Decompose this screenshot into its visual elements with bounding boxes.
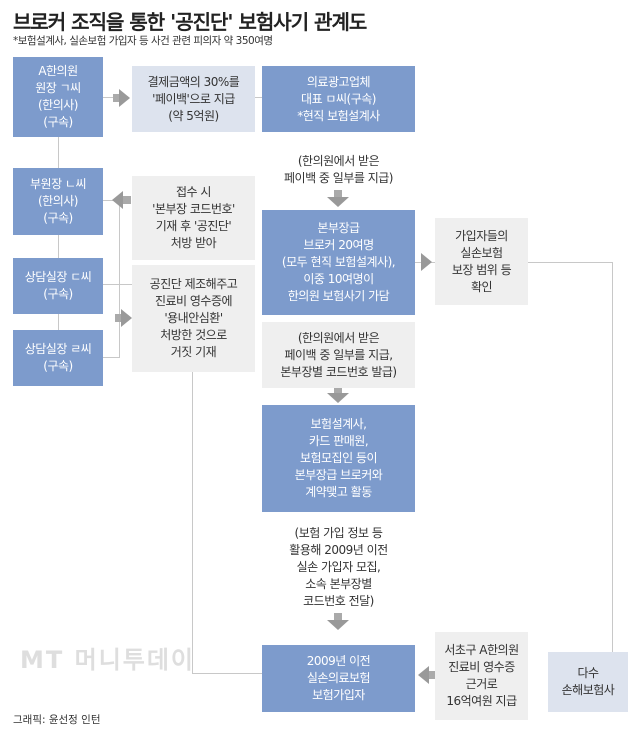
arrow-down-icon: [334, 388, 342, 393]
connector-line: [103, 97, 113, 98]
arrow-right-icon: [121, 309, 132, 327]
box-agents: 보험설계사, 카드 판매원, 보험모집인 등이 본부장급 브로커와 계약맺고 활…: [262, 405, 415, 512]
arrow-down-icon: [327, 197, 349, 207]
note-recruit: (보험 가입 정보 등 활용해 2009년 이전 실손 가입자 모집, 소속 본…: [289, 525, 388, 608]
arrow-right-icon: [115, 314, 121, 322]
connector-line: [255, 97, 262, 98]
arrow-right-icon: [421, 253, 432, 271]
box-ad-company: 의료광고업체 대표 ㅁ씨(구속) *현직 보험설계사: [262, 66, 415, 132]
connector-line: [119, 200, 120, 357]
box-subscribers: 2009년 이전 실손의료보험 보험가입자: [262, 645, 415, 712]
box-director: A한의원 원장 ㄱ씨 (한의사) (구속): [13, 57, 103, 137]
box-counselor-r: 상담실장 ㄹ씨 (구속): [13, 330, 103, 386]
arrow-left-icon: [112, 191, 123, 209]
arrow-down-icon: [327, 620, 349, 630]
box-brokers: 본부장급 브로커 20여명 (모두 현직 보험설계사), 이중 10여명이 한의…: [262, 210, 415, 315]
arrow-left-icon: [429, 671, 435, 679]
arrow-right-icon: [119, 89, 130, 107]
box-vice-director: 부원장 ㄴ씨 (한의사) (구속): [13, 168, 103, 235]
note-payback: (한의원에서 받은 페이백 중 일부를 지급): [284, 154, 394, 185]
diagram-title: 브로커 조직을 통한 '공진단' 보험사기 관계도: [13, 10, 367, 34]
arrow-right-icon: [113, 94, 119, 102]
connector-line: [612, 262, 613, 652]
arrow-down-icon: [327, 393, 349, 403]
connector-line: [192, 372, 193, 674]
arrow-left-icon: [418, 666, 429, 684]
arrow-down-icon: [334, 613, 342, 620]
connector-line: [103, 357, 120, 358]
connector-line: [528, 262, 612, 263]
arrow-down-icon: [334, 190, 342, 197]
note-payback-code: (한의원에서 받은 페이백 중 일부를 지급, 본부장별 코드번호 발급): [262, 322, 415, 388]
connector-line: [103, 200, 120, 201]
box-insurers: 다수 손해보험사: [548, 652, 628, 712]
box-payback: 결제금액의 30%를 '페이백'으로 지급 (약 5억원): [132, 66, 255, 132]
box-claims: 서초구 A한의원 진료비 영수증 근거로 16억여원 지급: [435, 632, 528, 720]
graphic-credit: 그래픽: 윤선정 인턴: [13, 714, 101, 726]
arrow-left-icon: [123, 196, 131, 204]
connector-line: [58, 137, 59, 337]
watermark-logo: MT 머니투데이: [20, 646, 196, 674]
box-counselor-d: 상담실장 ㄷ씨 (구속): [13, 258, 103, 314]
connector-line: [103, 284, 132, 285]
box-coverage-check: 가입자들의 실손보험 보장 범위 등 확인: [435, 218, 528, 305]
diagram-subtitle: *보험설계사, 실손보험 가입자 등 사건 관련 피의자 약 350여명: [13, 35, 273, 47]
box-fake-record: 공진단 제조해주고 진료비 영수증에 '용내안심환' 처방한 것으로 거짓 기재: [132, 265, 255, 372]
box-reception: 접수 시 '본부장 코드번호' 기재 후 '공진단' 처방 받아: [132, 176, 255, 260]
connector-line: [192, 673, 262, 674]
